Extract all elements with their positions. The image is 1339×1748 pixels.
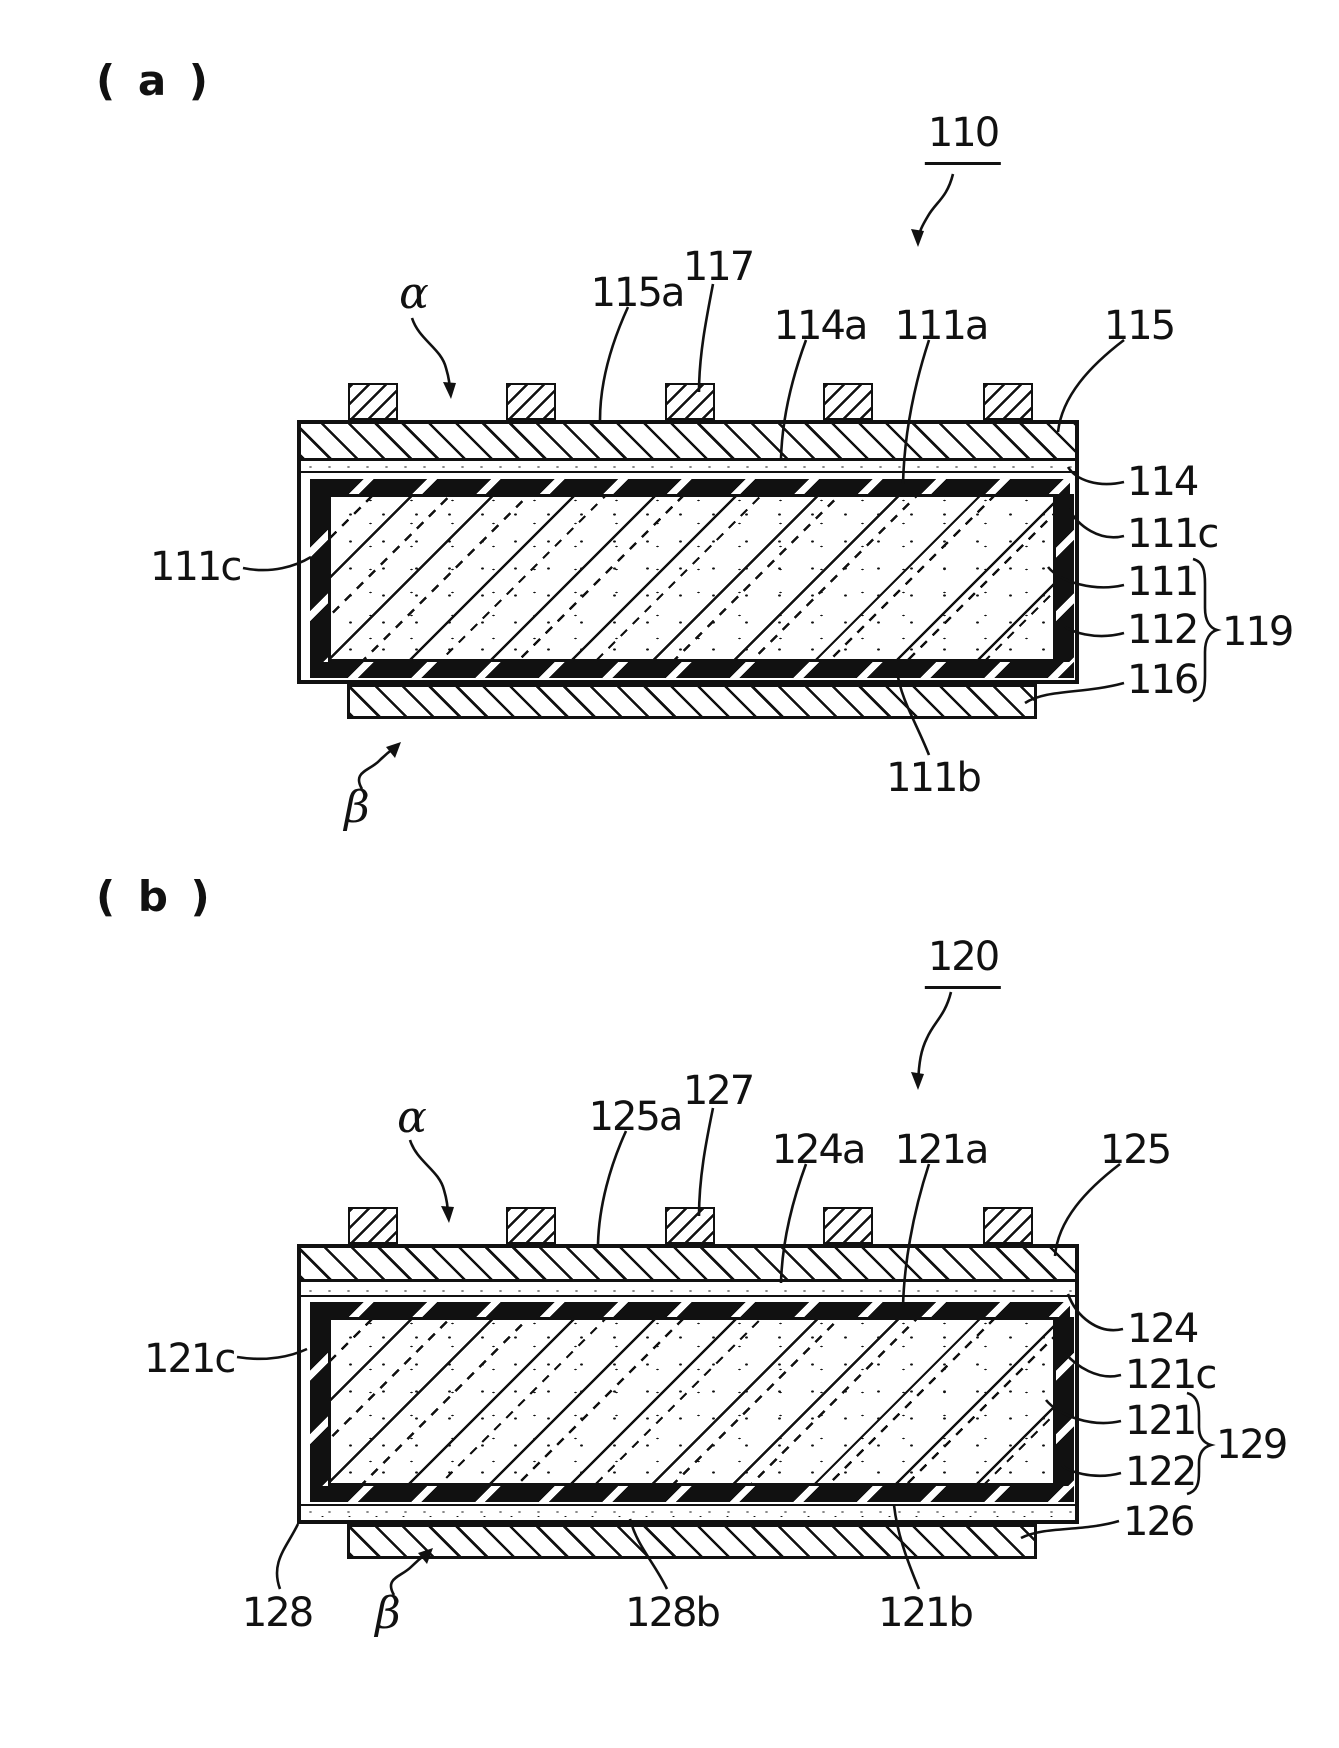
panel-b-electrode-bottom-126 <box>310 1486 1074 1502</box>
panel-a-finger-electrode-5 <box>983 383 1033 420</box>
panel-b-protective-layer-125 <box>301 1248 1075 1282</box>
label-110: 110 <box>924 110 1002 165</box>
label-127: 127 <box>682 1068 755 1114</box>
leader-128 <box>275 1523 300 1590</box>
arrowhead-alpha-b <box>441 1206 454 1223</box>
label-114: 114 <box>1127 459 1199 505</box>
arrowhead-beta-a <box>386 742 401 758</box>
label-124: 124 <box>1127 1306 1199 1352</box>
label-121b: 121b <box>878 1590 974 1636</box>
panel-a-finger-electrode-1 <box>348 383 398 420</box>
arrowhead-110 <box>911 229 924 247</box>
panel-b-label: ( b ) <box>96 872 214 921</box>
panel-a-finger-electrode-4 <box>823 383 873 420</box>
label-alpha-b: α <box>397 1092 427 1143</box>
leader-116 <box>1024 681 1125 705</box>
label-128b: 128b <box>625 1590 721 1636</box>
label-111: 111 <box>1127 559 1199 605</box>
label-120: 120 <box>924 934 1002 989</box>
panel-b-finger-electrode-1 <box>348 1207 398 1244</box>
panel-a-finger-electrode-2 <box>506 383 556 420</box>
leader-110-arrow <box>916 173 955 241</box>
panel-b-finger-electrode-5 <box>983 1207 1033 1244</box>
label-125: 125 <box>1099 1127 1172 1173</box>
label-111c-left: 111c <box>150 544 242 590</box>
panel-b-electrode-right-121c <box>1056 1317 1074 1486</box>
panel-b-finger-electrode-2 <box>506 1207 556 1244</box>
label-121: 121 <box>1125 1398 1197 1444</box>
label-111b: 111b <box>886 755 982 801</box>
label-121c-left: 121c <box>144 1336 236 1382</box>
leader-alpha-b-arrow <box>408 1139 450 1217</box>
label-111a: 111a <box>894 303 990 349</box>
label-115a: 115a <box>590 270 686 316</box>
leader-120-arrow <box>916 991 953 1084</box>
panel-b-photoelectric-layer-dashes <box>331 1320 1053 1483</box>
label-128: 128 <box>241 1590 314 1636</box>
panel-a-electrode-top-111c <box>310 479 1070 494</box>
label-124a: 124a <box>771 1127 867 1173</box>
leader-alpha-a-arrow <box>410 317 452 393</box>
label-115: 115 <box>1103 303 1176 349</box>
label-122: 122 <box>1125 1449 1197 1495</box>
label-beta-a: β <box>344 782 370 833</box>
leader-125a <box>596 1130 628 1245</box>
label-121a: 121a <box>894 1127 990 1173</box>
panel-b-adhesive-layer-124 <box>301 1285 1075 1297</box>
label-alpha-a: α <box>399 268 429 319</box>
panel-a-back-protective-layer <box>347 684 1037 719</box>
panel-b-finger-electrode-3 <box>665 1207 715 1244</box>
label-beta-b: β <box>375 1588 401 1639</box>
panel-b-electrode-top-121c <box>310 1302 1070 1317</box>
label-126: 126 <box>1123 1499 1195 1545</box>
panel-b-finger-electrode-4 <box>823 1207 873 1244</box>
leader-127 <box>697 1107 715 1217</box>
panel-a-electrode-left-111c <box>310 494 328 662</box>
label-119: 119 <box>1222 609 1294 655</box>
arrowhead-120 <box>911 1072 924 1090</box>
panel-b-back-protective-layer <box>347 1524 1037 1559</box>
label-111c-right: 111c <box>1127 511 1219 557</box>
panel-a-protective-layer-115 <box>301 424 1075 461</box>
panel-b-back-adhesive-layer-128 <box>301 1504 1075 1518</box>
label-125a: 125a <box>588 1094 684 1140</box>
arrowhead-alpha-a <box>443 382 456 399</box>
panel-a-photoelectric-layer-dashes <box>331 497 1053 659</box>
label-121c-right: 121c <box>1125 1352 1217 1398</box>
label-129: 129 <box>1216 1422 1288 1468</box>
leader-125 <box>1053 1162 1121 1257</box>
panel-a-label: ( a ) <box>96 56 212 105</box>
panel-a-finger-electrode-3 <box>665 383 715 420</box>
panel-a-electrode-right-111c <box>1056 494 1074 662</box>
panel-a-adhesive-layer-114 <box>301 461 1075 473</box>
label-120-text: 120 <box>924 934 1002 989</box>
panel-a-electrode-bottom-116 <box>310 662 1074 678</box>
leader-115a <box>598 306 630 421</box>
label-117: 117 <box>682 244 755 290</box>
panel-b-electrode-left-121c <box>310 1317 328 1486</box>
leader-115 <box>1056 338 1125 433</box>
leader-117 <box>697 283 715 393</box>
label-116: 116 <box>1127 657 1199 703</box>
label-112: 112 <box>1127 607 1199 653</box>
label-110-text: 110 <box>924 110 1002 165</box>
label-114a: 114a <box>773 303 869 349</box>
